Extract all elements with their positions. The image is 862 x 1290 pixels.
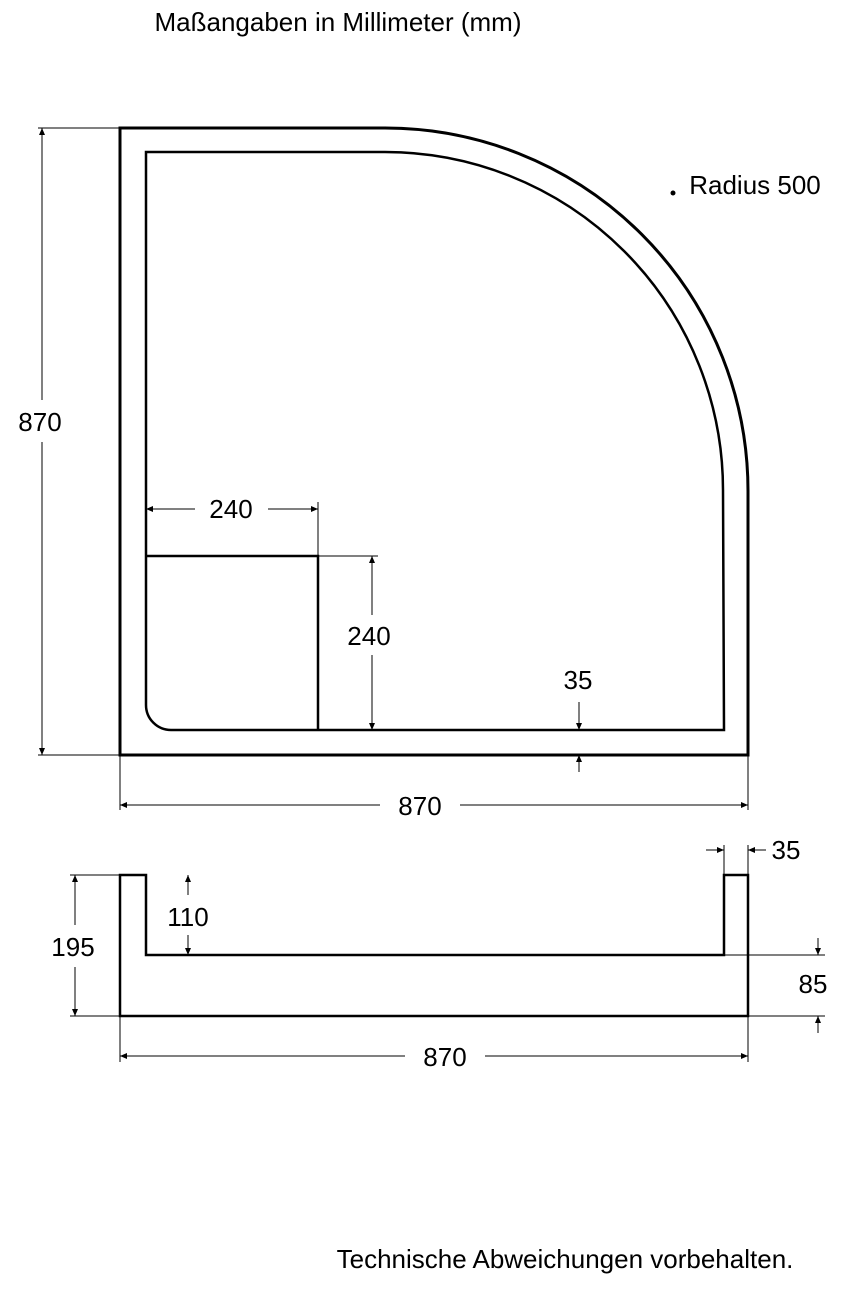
svg-text:870: 870 [398,791,441,821]
svg-text:195: 195 [51,932,94,962]
dimension-seat-width: 240 [146,494,319,556]
tray-outer-outline [118,126,750,757]
drawing-title: Maßangaben in Millimeter (mm) [155,7,522,37]
dimension-side-rim: 35 [706,835,800,875]
tray-inner-outline [144,150,726,732]
side-view: 195 110 35 85 870 [51,835,827,1072]
dimension-rim: 35 [564,665,593,772]
radius-point [670,190,676,196]
dimension-seat-depth: 240 [318,555,391,730]
svg-text:85: 85 [799,969,828,999]
svg-text:870: 870 [18,407,61,437]
svg-text:240: 240 [347,621,390,651]
radius-label: Radius 500 [689,170,821,200]
dimension-side-height: 195 [51,874,120,1017]
seat-outline [146,554,320,730]
dimension-side-width: 870 [119,1016,749,1072]
tray-profile [118,873,750,1018]
dimension-inner-depth: 110 [167,875,209,955]
top-view: Radius 500 870 240 240 35 [18,126,821,821]
dimension-width: 870 [119,755,749,821]
svg-text:35: 35 [772,835,801,865]
svg-text:35: 35 [564,665,593,695]
dimension-floor: 85 [724,938,827,1033]
svg-text:240: 240 [209,494,252,524]
svg-text:110: 110 [167,902,208,932]
disclaimer-footer: Technische Abweichungen vorbehalten. [337,1244,794,1274]
dimension-height: 870 [18,127,120,756]
svg-text:870: 870 [423,1042,466,1072]
